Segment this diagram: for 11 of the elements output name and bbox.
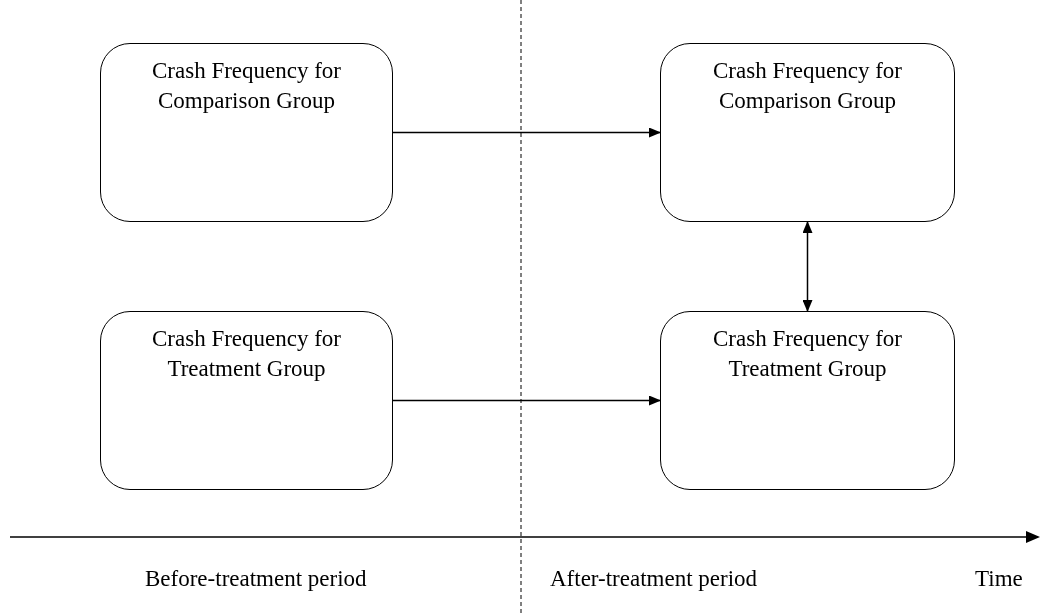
arrow [802,221,813,312]
arrow [392,395,661,406]
box-label: Crash Frequency for Comparison Group [150,57,343,115]
process-box [100,311,393,490]
process-box [100,43,393,222]
box-label: Crash Frequency for Treatment Group [150,325,343,383]
box-label: Crash Frequency for Comparison Group [711,57,904,115]
process-box [660,43,955,222]
box-label: Crash Frequency for Treatment Group [711,325,904,383]
process-box [660,311,955,490]
arrow [392,127,661,138]
